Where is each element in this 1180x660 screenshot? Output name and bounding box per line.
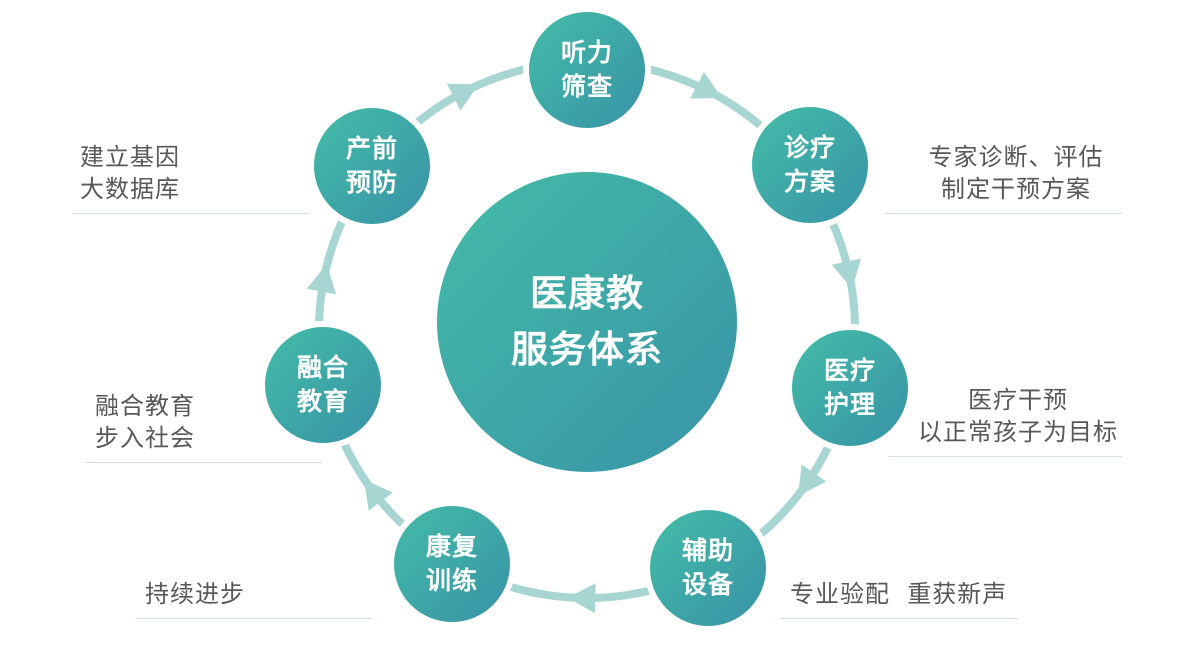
- note-line-1: 融合教育: [95, 392, 195, 420]
- flow-arrow-rehab-to-inclusive: [363, 479, 393, 511]
- note-assistive-devices: 专业验配 重获新声: [780, 578, 1018, 619]
- node-label-line-1: 康复: [425, 532, 478, 561]
- note-inclusive-education: 融合教育 步入社会: [85, 390, 322, 463]
- node-label-line-1: 诊疗: [783, 133, 836, 162]
- note-line-2: 步入社会: [95, 424, 195, 452]
- flow-arrow-assistive-to-rehab: [567, 583, 596, 614]
- node-label-line-1: 辅助: [681, 536, 734, 565]
- node-label-line-2: 护理: [823, 390, 876, 419]
- node-assistive-devices: 辅助 设备: [650, 510, 766, 626]
- note-line-1: 专业验配 重获新声: [790, 580, 1008, 608]
- node-label-line-2: 预防: [345, 168, 398, 197]
- center-hub-line-1: 医康教: [530, 272, 644, 315]
- flow-arrow-diagnosis-to-medical: [831, 258, 862, 289]
- note-line-2: 以正常孩子为目标: [918, 418, 1118, 446]
- node-label-line-1: 医疗: [823, 356, 876, 385]
- note-rehab-training: 持续进步: [135, 578, 372, 619]
- center-hub: 医康教 服务体系: [437, 172, 737, 472]
- node-label-line-2: 教育: [296, 387, 349, 416]
- node-medical-care: 医疗 护理: [792, 330, 908, 446]
- node-rehab-training: 康复 训练: [394, 506, 510, 622]
- node-label-line-1: 听力: [560, 38, 613, 67]
- node-label-line-2: 训练: [425, 566, 478, 595]
- node-diagnosis-plan: 诊疗 方案: [752, 107, 868, 223]
- note-line-1: 专家诊断、评估: [928, 143, 1104, 171]
- note-medical-care: 医疗干预 以正常孩子为目标: [888, 384, 1122, 457]
- flow-arrow-medical-to-assistive: [797, 464, 827, 496]
- node-inclusive-education: 融合 教育: [265, 327, 381, 443]
- note-diagnosis-plan: 专家诊断、评估 制定干预方案: [885, 141, 1122, 214]
- node-label-line-2: 设备: [681, 570, 734, 599]
- node-label-line-1: 产前: [345, 134, 398, 163]
- flow-arrow-prenatal-to-hearing: [446, 83, 479, 111]
- flow-arrow-inclusive-to-prenatal: [306, 264, 337, 295]
- node-label-line-1: 融合: [296, 353, 349, 382]
- node-hearing-screening: 听力 筛查: [529, 12, 645, 128]
- note-line-2: 大数据库: [80, 175, 180, 203]
- note-line-1: 建立基因: [80, 143, 180, 171]
- note-prenatal-prevention: 建立基因 大数据库: [73, 141, 310, 214]
- node-prenatal-prevention: 产前 预防: [314, 108, 430, 224]
- center-hub-line-2: 服务体系: [511, 328, 663, 371]
- note-line-1: 医疗干预: [968, 386, 1068, 414]
- node-label-line-2: 筛查: [560, 72, 613, 101]
- note-line-1: 持续进步: [145, 580, 245, 608]
- note-line-2: 制定干预方案: [941, 175, 1091, 203]
- flow-arrow-hearing-to-diagnosis: [690, 71, 723, 99]
- node-label-line-2: 方案: [783, 167, 836, 196]
